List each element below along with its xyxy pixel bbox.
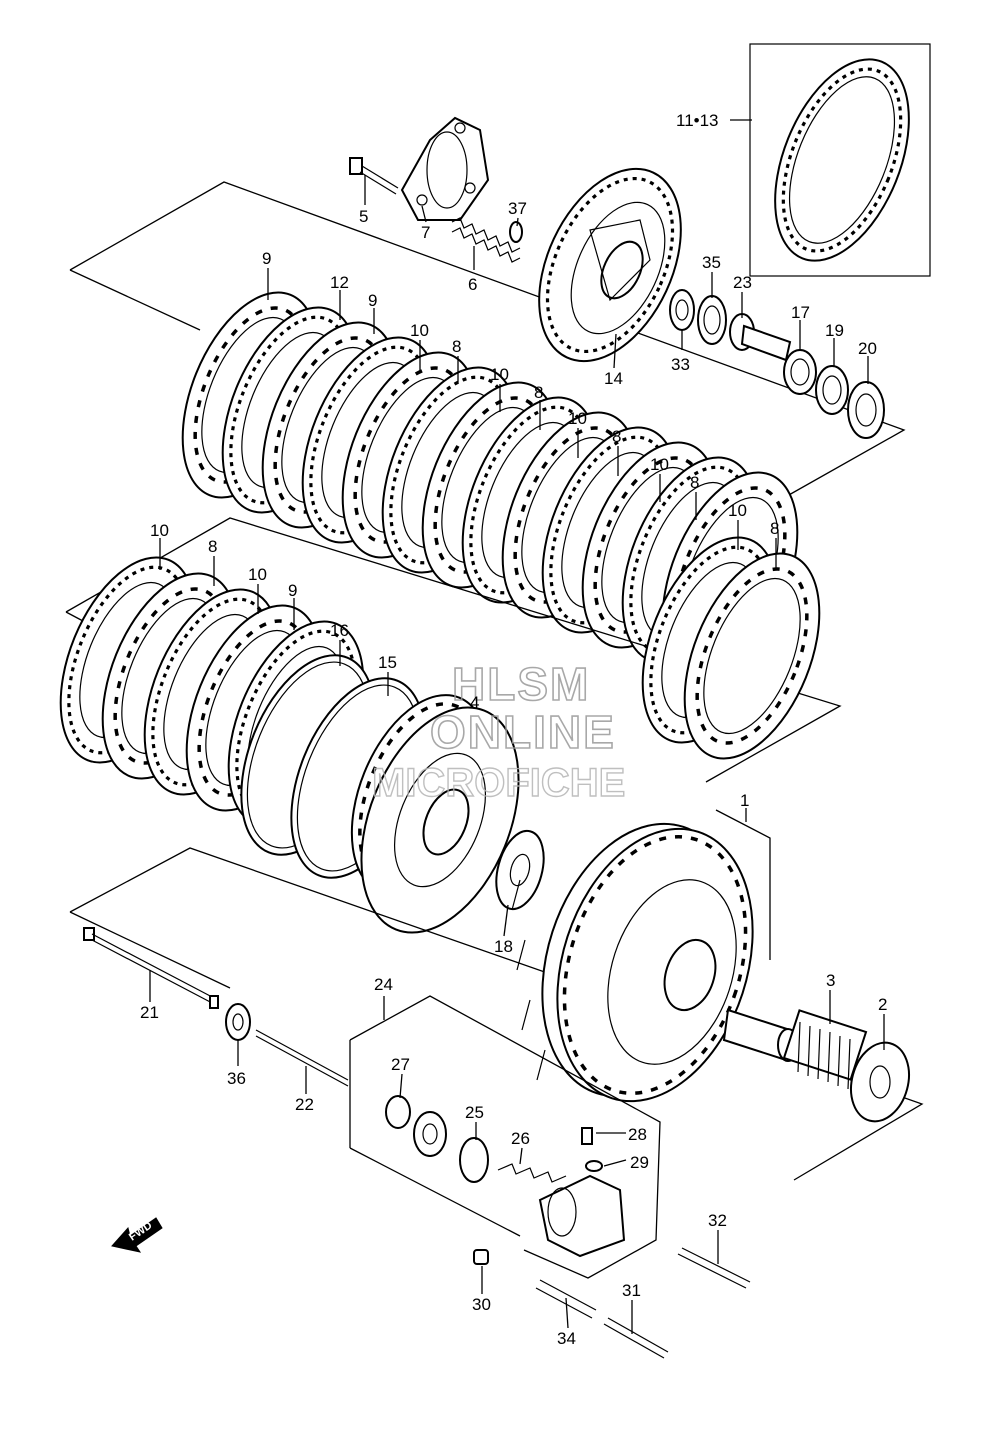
label-8-d: 8 — [690, 473, 699, 492]
label-15: 15 — [378, 653, 397, 672]
label-9-a: 9 — [262, 249, 271, 268]
label-9-c: 9 — [288, 581, 297, 600]
label-29: 29 — [630, 1153, 649, 1172]
fwd-arrow-icon: FWD — [111, 1217, 163, 1253]
label-24: 24 — [374, 975, 393, 994]
label-28: 28 — [628, 1125, 647, 1144]
label-33: 33 — [671, 355, 690, 374]
bolts-31-32-34 — [535, 1247, 751, 1359]
label-30: 30 — [472, 1295, 491, 1314]
part-labels: 11•13 5 7 6 37 14 33 35 23 17 19 20 9 12… — [140, 111, 887, 1348]
label-21: 21 — [140, 1003, 159, 1022]
label-10-c: 10 — [568, 409, 587, 428]
leader-lines — [149, 119, 885, 1334]
label-6: 6 — [468, 275, 477, 294]
label-16: 16 — [330, 621, 349, 640]
clutch-sleeve-hub — [350, 694, 520, 934]
thrust-washer-18 — [495, 829, 545, 911]
push-rod-21 — [83, 927, 219, 1009]
label-8-c: 8 — [612, 427, 621, 446]
sleeve-and-bearing — [722, 1008, 910, 1123]
label-10-e: 10 — [728, 501, 747, 520]
label-10-f: 10 — [150, 521, 169, 540]
label-3: 3 — [826, 971, 835, 990]
label-8-e: 8 — [770, 519, 779, 538]
label-36: 36 — [227, 1069, 246, 1088]
label-19: 19 — [825, 321, 844, 340]
label-2: 2 — [878, 995, 887, 1014]
release-cylinder-parts — [385, 1095, 626, 1265]
lower-assembly-frame — [69, 847, 924, 1181]
drive-plate-6 — [683, 552, 821, 760]
label-31: 31 — [622, 1281, 641, 1300]
label-37: 37 — [508, 199, 527, 218]
label-12: 12 — [330, 273, 349, 292]
label-25: 25 — [465, 1103, 484, 1122]
inset-box-11-13 — [749, 43, 931, 277]
spring-washer-37 — [509, 221, 523, 243]
pressure-plate — [538, 167, 682, 363]
watermark-line-3: MICROFICHE — [372, 761, 625, 805]
watermark-line-2: ONLINE — [430, 706, 616, 758]
label-26: 26 — [511, 1129, 530, 1148]
watermark: HLSM ONLINE MICROFICHE — [371, 657, 626, 806]
label-8-f: 8 — [208, 537, 217, 556]
label-32: 32 — [708, 1211, 727, 1230]
label-35: 35 — [702, 253, 721, 272]
label-23: 23 — [733, 273, 752, 292]
label-17: 17 — [791, 303, 810, 322]
label-18: 18 — [494, 937, 513, 956]
release-cylinder-frame — [349, 995, 661, 1279]
label-7: 7 — [421, 223, 430, 242]
label-5: 5 — [359, 207, 368, 226]
label-9-b: 9 — [368, 291, 377, 310]
push-rod-22 — [255, 1029, 349, 1087]
label-34: 34 — [557, 1329, 576, 1348]
label-10-a: 10 — [410, 321, 429, 340]
clutch-spring — [451, 217, 521, 263]
spring-plate — [400, 116, 490, 221]
label-10-b: 10 — [490, 365, 509, 384]
label-11-13: 11•13 — [676, 111, 719, 130]
oil-seal-36 — [225, 1003, 251, 1041]
label-20: 20 — [858, 339, 877, 358]
label-8-a: 8 — [452, 337, 461, 356]
label-27: 27 — [391, 1055, 410, 1074]
clutch-housing — [511, 822, 754, 1103]
release-bearing-parts — [669, 289, 885, 439]
label-10-d: 10 — [650, 455, 669, 474]
watermark-line-1: HLSM — [452, 658, 590, 710]
label-1: 1 — [740, 791, 749, 810]
clutch-bolt — [349, 157, 399, 195]
label-14: 14 — [604, 369, 623, 388]
label-22: 22 — [295, 1095, 314, 1114]
label-10-g: 10 — [248, 565, 267, 584]
label-4: 4 — [470, 693, 479, 712]
label-8-b: 8 — [534, 383, 543, 402]
